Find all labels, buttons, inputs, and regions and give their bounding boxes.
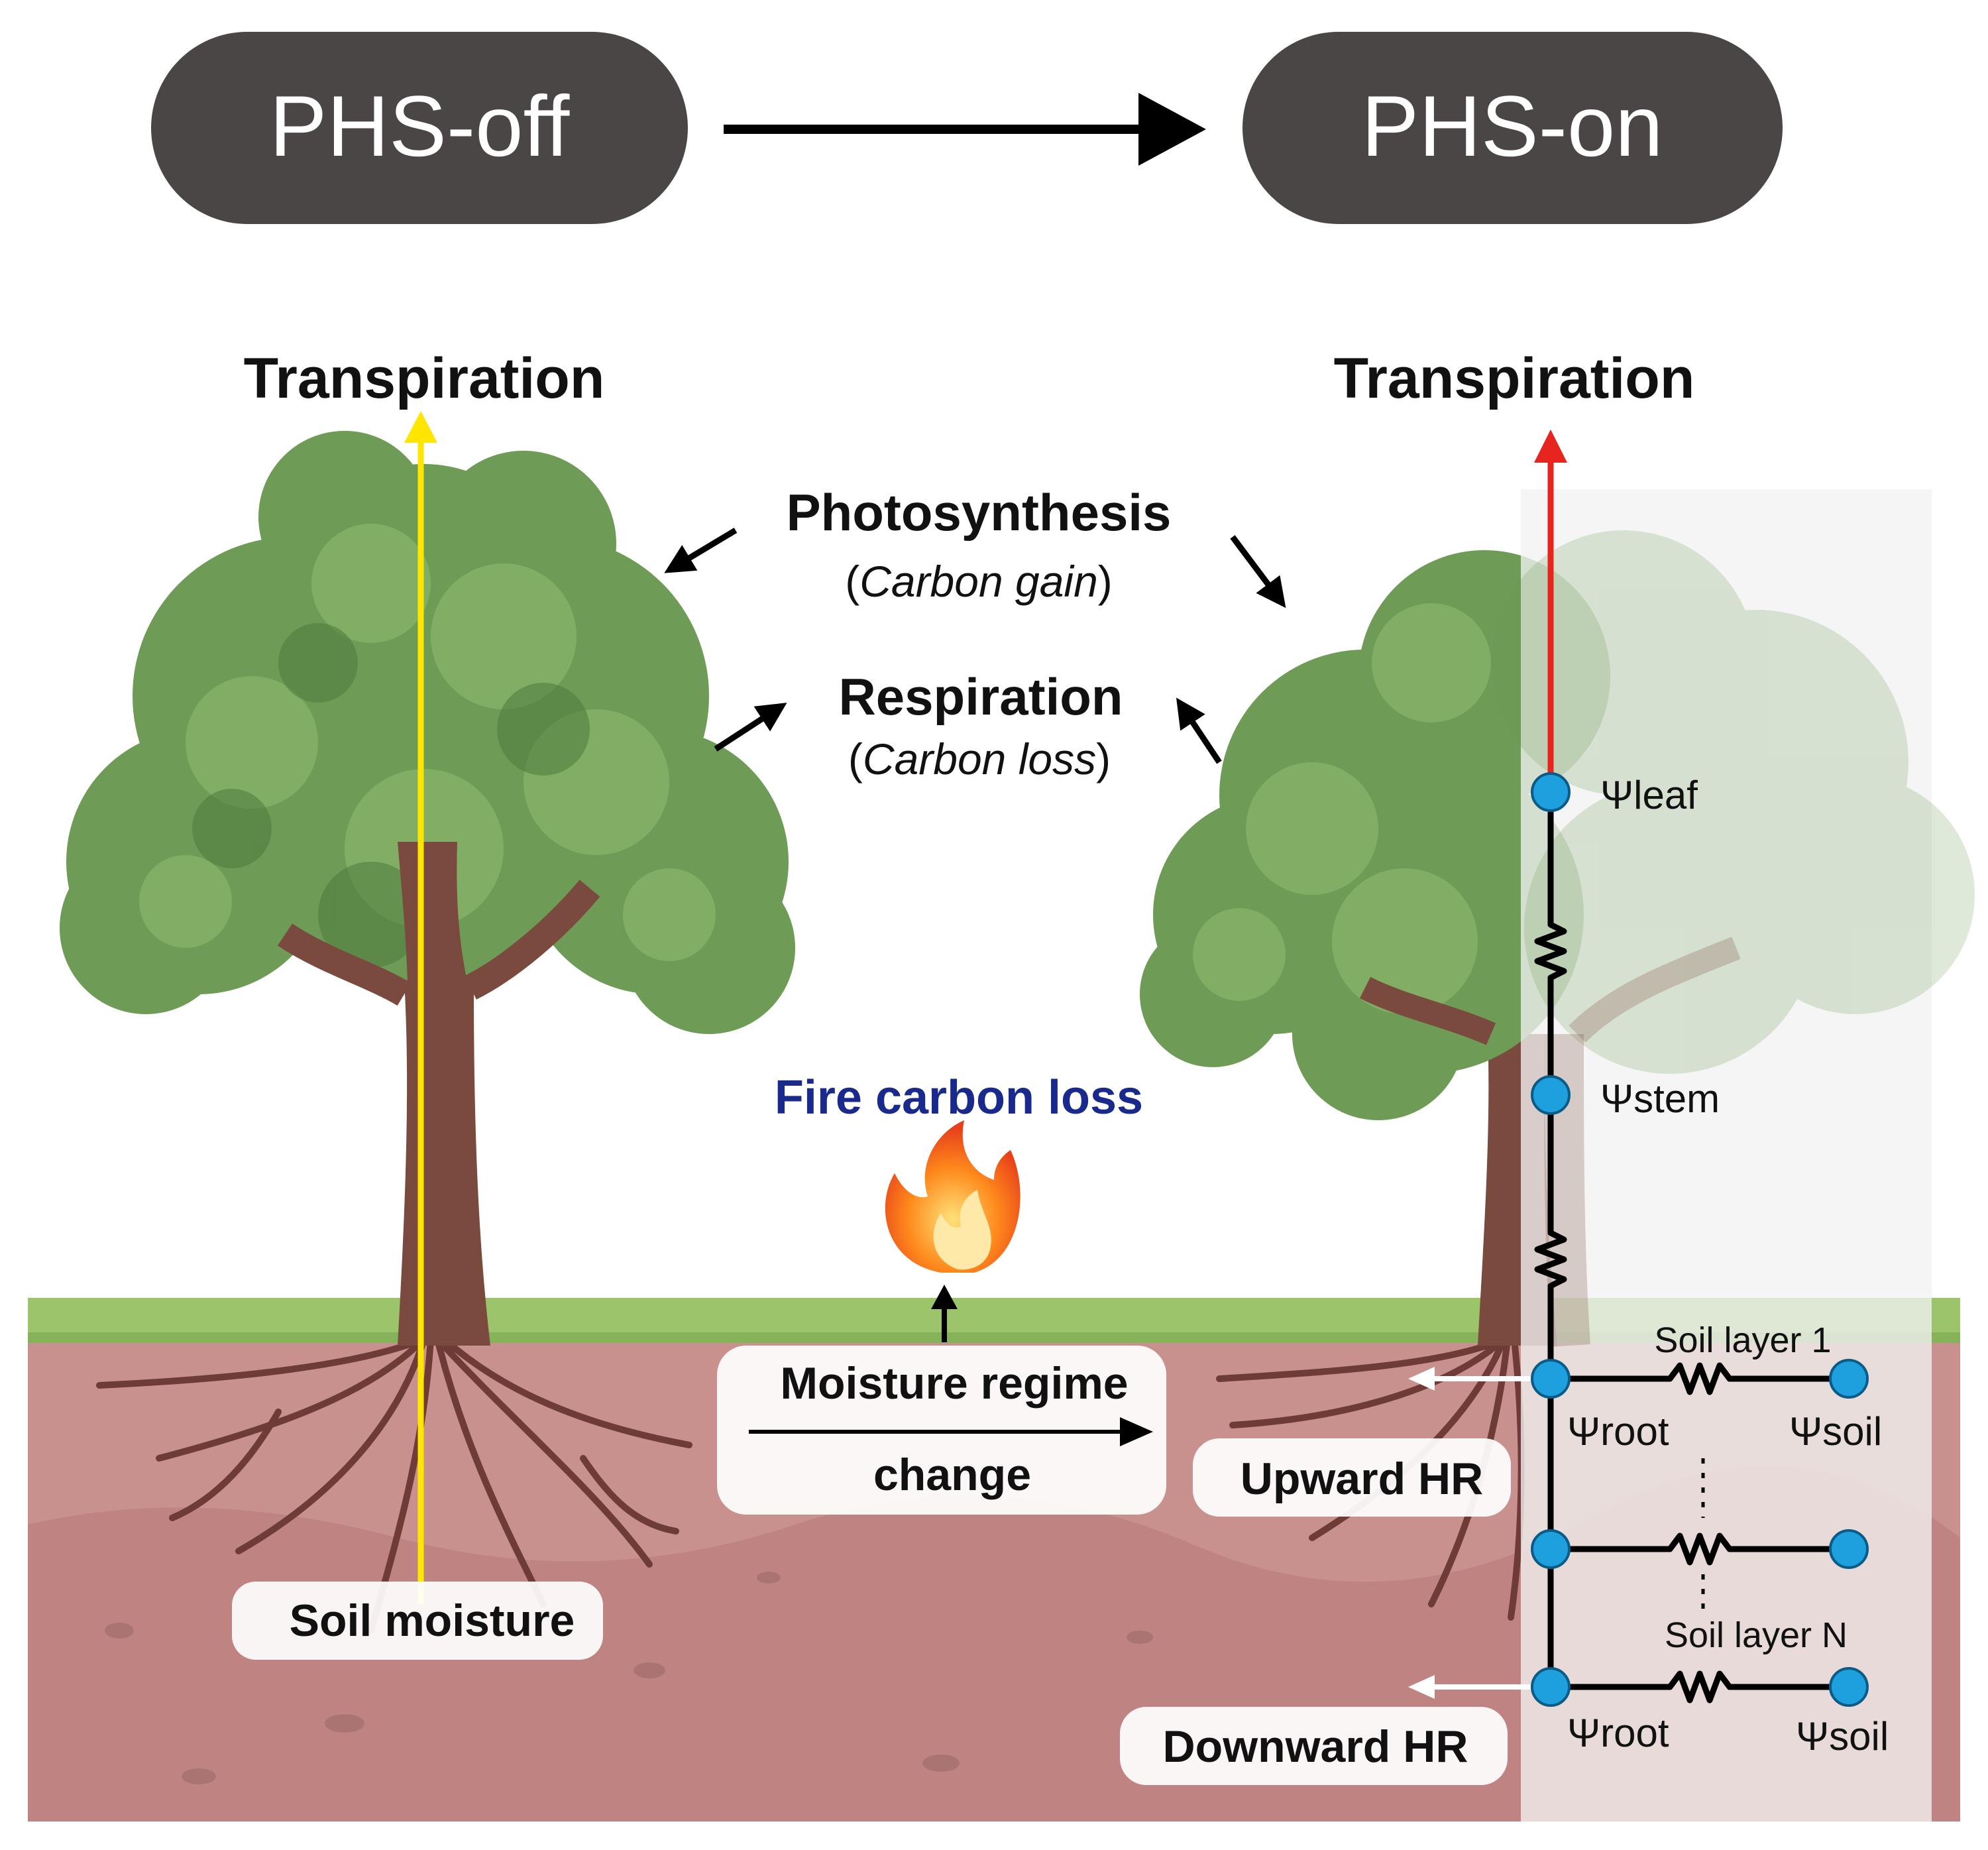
- soil-moisture-label: Soil moisture: [290, 1595, 575, 1646]
- respiration-label: Respiration: [838, 667, 1123, 726]
- left-transpiration-label: Transpiration: [244, 347, 605, 410]
- node-soil-1: [1829, 1359, 1869, 1399]
- hydraulic-nodes: [1531, 772, 1869, 1707]
- right-transpiration-arrow: [1534, 430, 1567, 792]
- node-root-mid: [1531, 1529, 1571, 1569]
- soil-layer-n-label: Soil layer N: [1665, 1615, 1848, 1655]
- photosynthesis-sub-text: Carbon gain: [859, 557, 1098, 606]
- header-right-pill: PHS-on: [1242, 32, 1783, 224]
- node-soil-mid: [1829, 1529, 1869, 1569]
- fire-carbon-loss-label: Fire carbon loss: [775, 1071, 1143, 1124]
- left-tree-roots: [96, 1336, 692, 1634]
- psi-soil-n-label: Ψsoil: [1796, 1714, 1889, 1759]
- downward-hr-box: Downward HR: [1120, 1707, 1508, 1785]
- node-root-n: [1531, 1667, 1571, 1707]
- photosynthesis-sub: (Carbon gain): [845, 557, 1113, 606]
- moisture-regime-box: Moisture regime change: [717, 1346, 1166, 1515]
- left-transpiration-arrow: [404, 411, 437, 1604]
- fire-icon: [885, 1120, 1021, 1273]
- node-leaf: [1531, 772, 1571, 812]
- fire-up-arrow: [931, 1285, 958, 1342]
- right-pill-label: PHS-on: [1361, 78, 1663, 174]
- carbon-arrows: [664, 528, 1286, 764]
- downward-hr-label: Downward HR: [1163, 1721, 1468, 1772]
- downward-hr-arrow: [1408, 1675, 1531, 1699]
- soil-layer-1-label: Soil layer 1: [1654, 1320, 1831, 1360]
- header-arrow: [724, 93, 1206, 166]
- moisture-regime-line1: Moisture regime: [780, 1358, 1128, 1409]
- upward-hr-arrow: [1408, 1367, 1531, 1391]
- hydraulics-panel: [1521, 489, 1932, 1821]
- soil-moisture-box: Soil moisture: [232, 1582, 603, 1660]
- psi-stem-label: Ψstem: [1600, 1076, 1720, 1121]
- upward-hr-label: Upward HR: [1241, 1454, 1483, 1504]
- psi-soil-1-label: Ψsoil: [1789, 1409, 1882, 1454]
- node-soil-n: [1829, 1667, 1869, 1707]
- psi-root-n-label: Ψroot: [1567, 1711, 1669, 1755]
- respiration-sub: (Carbon loss): [848, 734, 1111, 783]
- photosynthesis-label: Photosynthesis: [787, 483, 1172, 542]
- psi-leaf-label: Ψleaf: [1600, 773, 1698, 817]
- moisture-regime-line2: change: [873, 1450, 1031, 1500]
- right-tree: [1140, 550, 1610, 1621]
- upward-hr-box: Upward HR: [1193, 1438, 1511, 1517]
- node-root-1: [1531, 1359, 1571, 1399]
- left-tree: [60, 431, 795, 1634]
- node-stem: [1531, 1075, 1571, 1115]
- hydraulic-network: Ψleaf Ψstem Soil layer 1 Ψroot Ψsoil Soi…: [1531, 772, 1889, 1759]
- header-left-pill: PHS-off: [151, 32, 688, 224]
- right-transpiration-label: Transpiration: [1334, 347, 1695, 410]
- psi-root-1-label: Ψroot: [1567, 1409, 1669, 1454]
- respiration-sub-text: Carbon loss: [863, 734, 1096, 783]
- left-pill-label: PHS-off: [270, 78, 571, 174]
